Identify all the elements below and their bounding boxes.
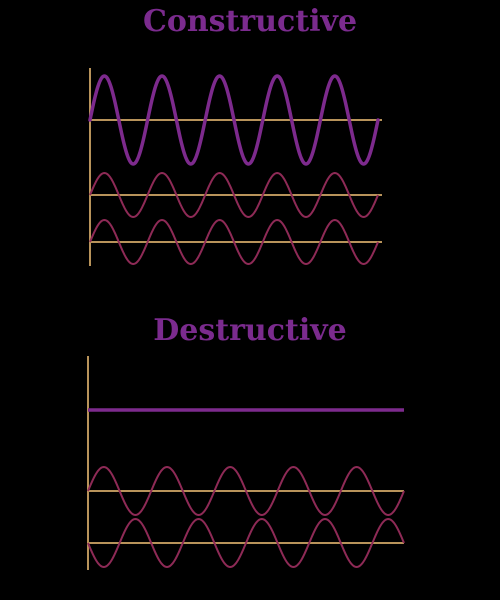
constructive-result-wave xyxy=(88,74,380,166)
destructive-title: Destructive xyxy=(153,313,347,348)
constructive-title: Constructive xyxy=(142,4,358,39)
destructive-component-wave-1 xyxy=(87,465,405,517)
constructive-component-wave-1 xyxy=(89,171,379,219)
constructive-interference-diagram xyxy=(88,68,382,266)
destructive-interference-diagram xyxy=(87,356,405,570)
destructive-component-wave-2 xyxy=(87,517,405,569)
constructive-component-wave-2 xyxy=(89,218,379,266)
